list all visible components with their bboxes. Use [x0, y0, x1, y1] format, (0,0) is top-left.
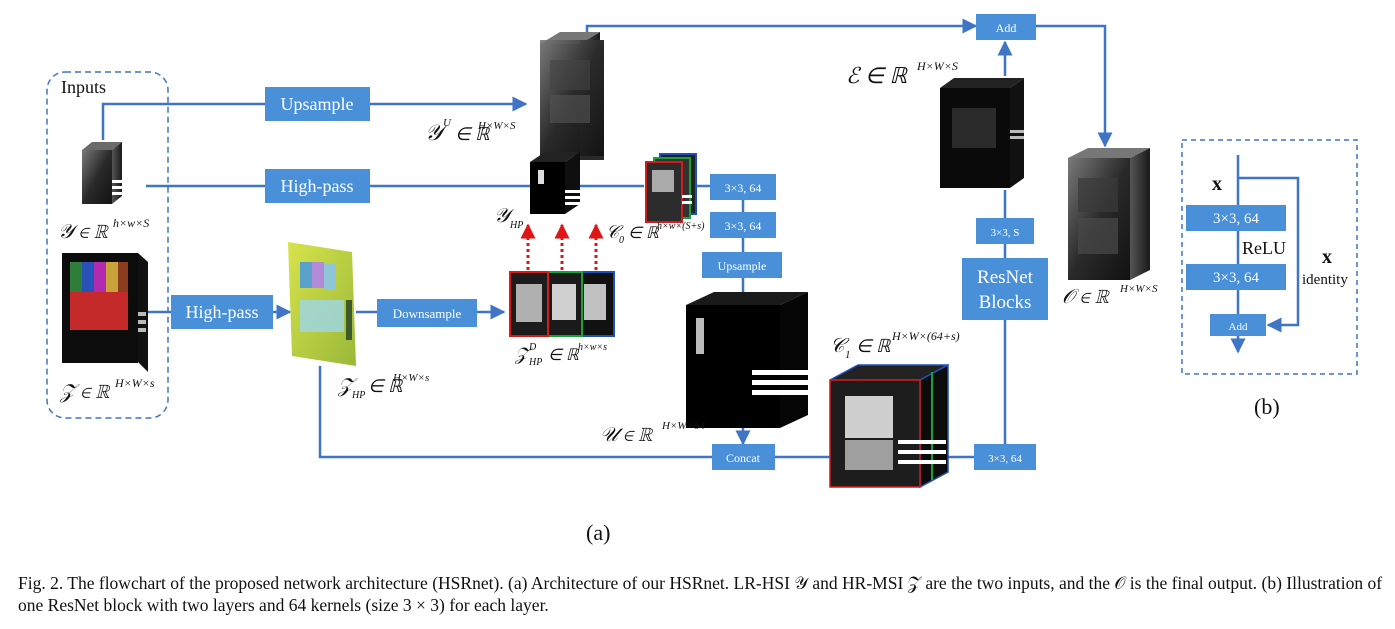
- b-add-box: Add: [1210, 314, 1266, 336]
- label-yu: 𝒴 U ∈ ℝ H×W×S: [425, 117, 516, 145]
- svg-text:𝒰 ∈ ℝ: 𝒰 ∈ ℝ: [600, 424, 654, 446]
- b-conv2-box: 3×3, 64: [1186, 264, 1286, 290]
- flow-add-o: [1036, 24, 1113, 148]
- svg-text:H×W×S: H×W×S: [1119, 283, 1158, 295]
- svg-text:High-pass: High-pass: [186, 302, 259, 322]
- svg-text:H×W×s: H×W×s: [392, 372, 429, 384]
- panel-a-label: (a): [586, 520, 610, 545]
- svg-text:High-pass: High-pass: [281, 176, 354, 196]
- highpass-top-box: High-pass: [265, 169, 370, 203]
- b-relu: ReLU: [1242, 238, 1286, 258]
- panel-b-frame: [1181, 139, 1358, 375]
- svg-text:∈ ℝ: ∈ ℝ: [628, 225, 660, 242]
- svg-text:H×W×(64+s): H×W×(64+s): [891, 329, 960, 343]
- yu-upsampled-cube: [540, 32, 604, 160]
- flow-zhp-concat: [318, 366, 712, 459]
- svg-text:ResNet: ResNet: [977, 267, 1034, 288]
- resnet-blocks-box: ResNet Blocks: [962, 258, 1048, 320]
- svg-text:3×3, 64: 3×3, 64: [1213, 211, 1259, 227]
- y-lrhsi-cube: [82, 142, 122, 204]
- conv2-box: 3×3, 64: [710, 212, 776, 238]
- svg-text:3×3, S: 3×3, S: [991, 227, 1020, 239]
- label-u: 𝒰 ∈ ℝ H×W×64: [600, 420, 705, 446]
- label-y: 𝒴 ∈ ℝ h×w×S: [58, 216, 149, 243]
- yhp-cube: [530, 152, 580, 214]
- svg-text:∈ ℝ: ∈ ℝ: [856, 336, 891, 356]
- u-cube: [686, 292, 808, 428]
- downsample-box: Downsample: [377, 299, 477, 327]
- inputs-group: [46, 71, 169, 419]
- label-zhp: 𝒵 HP ∈ ℝ H×W×s: [337, 372, 429, 401]
- svg-text:∈ ℝ: ∈ ℝ: [548, 347, 580, 364]
- b-conv1-box: 3×3, 64: [1186, 205, 1286, 231]
- panel-b-label: (b): [1254, 394, 1280, 419]
- b-flow-skip: [1238, 176, 1300, 333]
- figure-caption: Fig. 2. The flowchart of the proposed ne…: [18, 573, 1383, 615]
- conv-s-box: 3×3, S: [976, 218, 1034, 244]
- conv-out-box: 3×3, 64: [974, 444, 1036, 470]
- svg-text:H×W×S: H×W×S: [477, 120, 516, 132]
- svg-text:Add: Add: [1229, 321, 1248, 333]
- label-e: ℰ ∈ ℝ H×W×S: [846, 59, 958, 88]
- svg-text:Add: Add: [996, 21, 1017, 35]
- upsample-small-box: Upsample: [702, 252, 782, 278]
- svg-text:𝒪 ∈ ℝ: 𝒪 ∈ ℝ: [1062, 286, 1111, 308]
- label-c0: 𝒞 0 ∈ ℝ h×w×(S+s): [606, 221, 705, 246]
- label-zhpd: 𝒵 D HP ∈ ℝ h×w×s: [514, 342, 607, 368]
- svg-text:𝒵: 𝒵: [337, 375, 358, 397]
- svg-text:𝒵: 𝒵: [514, 344, 533, 364]
- flow-yu-add: [585, 18, 978, 44]
- svg-text:Blocks: Blocks: [979, 292, 1032, 313]
- svg-text:D: D: [528, 342, 537, 353]
- svg-text:∈ ℝ: ∈ ℝ: [368, 376, 403, 396]
- zhpd-stack: [509, 271, 615, 337]
- svg-text:Concat: Concat: [726, 451, 761, 465]
- upsample-main-box: Upsample: [265, 87, 370, 121]
- svg-text:h×w×s: h×w×s: [578, 342, 607, 353]
- svg-text:h×w×S: h×w×S: [113, 216, 149, 230]
- svg-text:Downsample: Downsample: [393, 306, 462, 321]
- highpass-bottom-box: High-pass: [171, 295, 273, 329]
- flow-y-upsample: [101, 96, 528, 140]
- label-c1: 𝒞 1 ∈ ℝ H×W×(64+s): [830, 329, 960, 361]
- svg-text:HP: HP: [351, 390, 365, 401]
- b-x-right: x: [1322, 246, 1332, 268]
- z-hrmsi-image: [62, 253, 148, 372]
- svg-text:h×w×(S+s): h×w×(S+s): [657, 221, 705, 232]
- svg-text:U: U: [443, 117, 452, 129]
- svg-text:3×3, 64: 3×3, 64: [725, 181, 762, 195]
- svg-text:3×3, 64: 3×3, 64: [725, 219, 762, 233]
- svg-text:HP: HP: [509, 220, 523, 231]
- label-yhp: 𝒴 HP: [494, 205, 523, 231]
- c1-cube: [829, 363, 949, 489]
- svg-text:3×3, 64: 3×3, 64: [988, 453, 1022, 465]
- zhp-image: [288, 242, 356, 366]
- svg-text:H×W×S: H×W×S: [916, 59, 958, 73]
- add-top-box: Add: [976, 14, 1036, 40]
- svg-text:ℰ ∈ ℝ: ℰ ∈ ℝ: [846, 63, 908, 88]
- svg-text:HP: HP: [528, 357, 542, 368]
- e-cube: [940, 78, 1024, 188]
- inputs-label: Inputs: [61, 77, 106, 97]
- conv1-box: 3×3, 64: [710, 174, 776, 200]
- b-x-top: x: [1212, 173, 1222, 195]
- label-o: 𝒪 ∈ ℝ H×W×S: [1062, 283, 1158, 308]
- svg-text:Upsample: Upsample: [281, 94, 354, 114]
- svg-text:3×3, 64: 3×3, 64: [1213, 270, 1259, 286]
- svg-text:𝒴 ∈ ℝ: 𝒴 ∈ ℝ: [58, 221, 110, 243]
- c0-stack: [645, 153, 697, 223]
- svg-text:Upsample: Upsample: [718, 259, 767, 273]
- label-z: 𝒵 ∈ ℝ H×W×s: [59, 376, 155, 403]
- svg-text:𝒵 ∈ ℝ: 𝒵 ∈ ℝ: [59, 381, 111, 403]
- b-identity: identity: [1302, 272, 1348, 288]
- svg-text:1: 1: [845, 349, 851, 361]
- o-output-cube: [1068, 148, 1150, 280]
- concat-box: Concat: [712, 444, 775, 470]
- svg-text:∈ ℝ: ∈ ℝ: [455, 124, 490, 144]
- svg-text:H×W×s: H×W×s: [114, 376, 155, 390]
- svg-text:0: 0: [619, 235, 624, 246]
- svg-text:H×W×64: H×W×64: [661, 420, 705, 432]
